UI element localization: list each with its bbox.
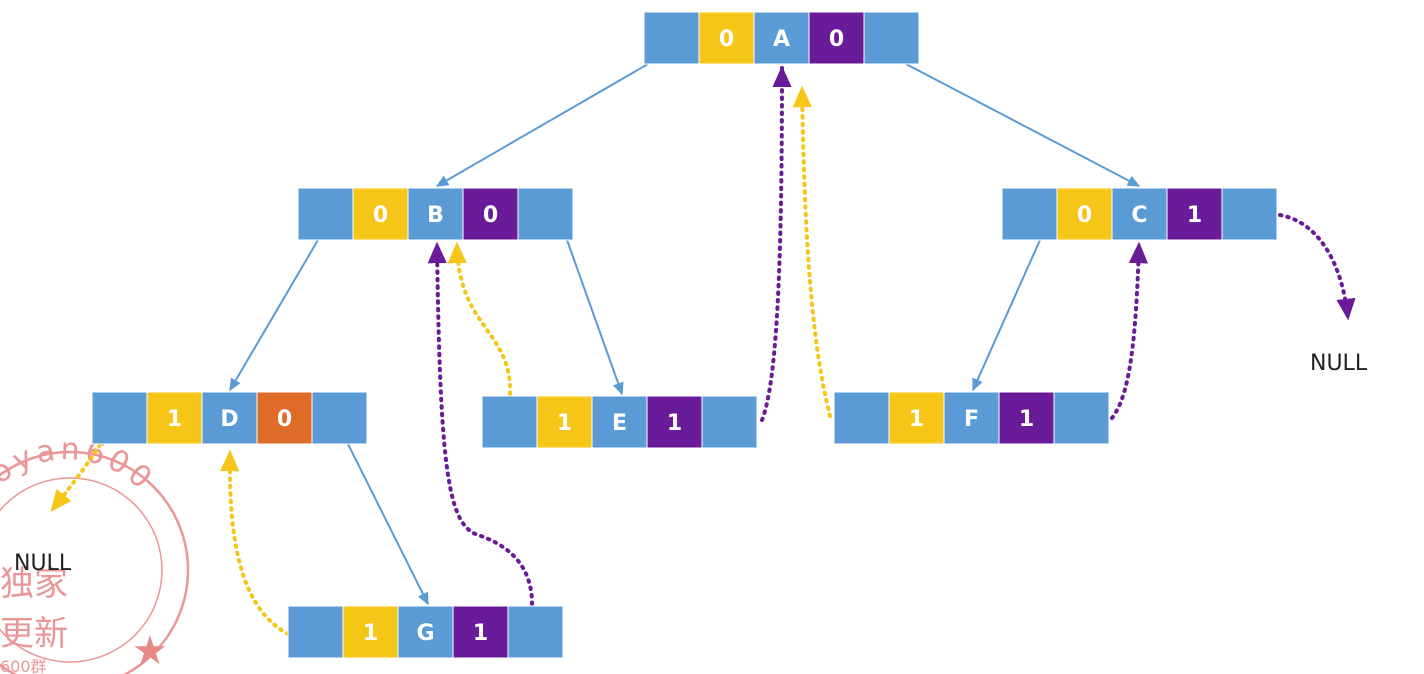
node-b-ltag-label: 0 <box>373 203 388 228</box>
node-d-ltag-cell <box>146 391 203 445</box>
node-g-ltag-label: 1 <box>363 621 378 646</box>
node-g-rtag-cell <box>452 605 509 659</box>
tree-node-e: 1 E 1 <box>481 395 758 449</box>
node-d-lchild-ptr-cell <box>91 391 148 445</box>
node-g-rchild-ptr-cell <box>507 605 564 659</box>
node-e-data-cell <box>591 395 648 449</box>
node-d-rchild-ptr-cell <box>311 391 368 445</box>
tree-node-b: 0 B 0 <box>297 187 574 241</box>
node-e-lchild-ptr-cell <box>481 395 538 449</box>
node-g-ltag-cell <box>342 605 399 659</box>
stamp-star-icon: ★ <box>132 628 168 674</box>
tree-node-f: 1 F 1 <box>833 391 1110 445</box>
node-e-rtag-label: 1 <box>667 411 682 436</box>
thread-c-null <box>1278 213 1356 321</box>
node-c-rtag-cell <box>1166 187 1223 241</box>
child-edges <box>229 63 1141 606</box>
node-a-lchild-ptr-cell <box>643 11 700 65</box>
node-c-lchild-ptr-cell <box>1001 187 1058 241</box>
node-b-data-label: B <box>427 203 444 228</box>
node-f-rtag-label: 1 <box>1019 407 1034 432</box>
stamp-arc-text: kaoyan600 <box>0 432 157 524</box>
tree-node-g: 1 G 1 <box>287 605 564 659</box>
node-g-rtag-label: 1 <box>473 621 488 646</box>
stamp-line-3: 600群 <box>0 657 47 674</box>
edge-b-d <box>229 239 319 392</box>
node-f-rtag-cell <box>998 391 1055 445</box>
node-f-ltag-label: 1 <box>909 407 924 432</box>
node-f-data-label: F <box>964 407 979 432</box>
node-f-lchild-ptr-cell <box>833 391 890 445</box>
node-c-data-cell <box>1111 187 1168 241</box>
node-c-rtag-label: 1 <box>1187 203 1202 228</box>
node-e-ltag-cell <box>536 395 593 449</box>
node-g-data-cell <box>397 605 454 659</box>
node-a-data-cell <box>753 11 810 65</box>
node-c-data-label: C <box>1131 203 1147 228</box>
edge-a-b <box>435 63 649 187</box>
thread-g-b <box>427 241 534 606</box>
tree-node-c: 0 C 1 <box>1001 187 1278 241</box>
node-b-rtag-cell <box>462 187 519 241</box>
node-a-rtag-cell <box>808 11 865 65</box>
edge-b-e <box>566 239 624 396</box>
node-a-ltag-label: 0 <box>719 27 734 52</box>
node-f-ltag-cell <box>888 391 945 445</box>
node-d-rtag-label: 0 <box>277 407 292 432</box>
node-d-data-cell <box>201 391 258 445</box>
node-a-ltag-cell <box>698 11 755 65</box>
thread-e-a <box>760 65 792 422</box>
thread-f-a <box>792 85 832 418</box>
stamp-outer-ring <box>0 450 190 674</box>
stamp-line-1: 独家 <box>0 564 68 604</box>
node-b-lchild-ptr-cell <box>297 187 354 241</box>
edge-c-f <box>972 239 1041 392</box>
node-d-data-label: D <box>220 407 238 432</box>
node-c-ltag-label: 0 <box>1077 203 1092 228</box>
stamp-inner-ring <box>0 477 163 663</box>
node-a-rtag-label: 0 <box>829 27 844 52</box>
node-e-rchild-ptr-cell <box>701 395 758 449</box>
node-c-rchild-ptr-cell <box>1221 187 1278 241</box>
node-f-data-cell <box>943 391 1000 445</box>
tree-node-d: 1 D 0 <box>91 391 368 445</box>
null-label-left: NULL <box>14 551 72 576</box>
node-a-rchild-ptr-cell <box>863 11 920 65</box>
svg-text:kaoyan600: kaoyan600 <box>0 432 161 524</box>
node-e-ltag-label: 1 <box>557 411 572 436</box>
successor-threads <box>427 65 1356 606</box>
node-d-ltag-label: 1 <box>167 407 182 432</box>
thread-e-b <box>447 241 513 396</box>
node-a-data-label: A <box>773 27 790 52</box>
node-b-rtag-label: 0 <box>483 203 498 228</box>
node-b-rchild-ptr-cell <box>517 187 574 241</box>
tree-node-a: 0 A 0 <box>643 11 920 65</box>
thread-f-c <box>1110 241 1148 420</box>
thread-g-d <box>220 449 290 636</box>
null-label-right: NULL <box>1310 351 1368 376</box>
edge-a-c <box>905 63 1141 187</box>
node-g-data-label: G <box>416 621 434 646</box>
stamp-line-2: 更新 <box>0 614 68 654</box>
node-g-lchild-ptr-cell <box>287 605 344 659</box>
node-d-rtag-cell <box>256 391 313 445</box>
node-e-data-label: E <box>612 411 627 436</box>
edge-d-g <box>347 443 429 606</box>
node-f-rchild-ptr-cell <box>1053 391 1110 445</box>
